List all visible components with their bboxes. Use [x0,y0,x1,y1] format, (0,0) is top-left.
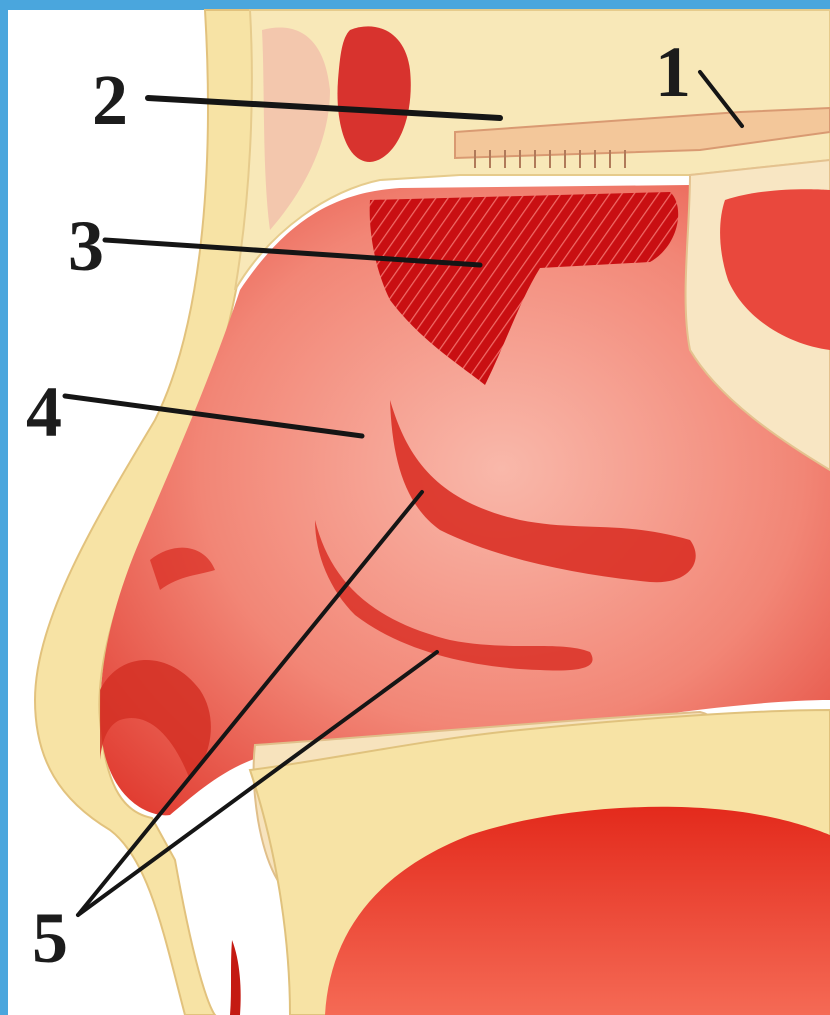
label-4: 4 [26,372,62,452]
frame-left-bar [0,0,8,1015]
label-5: 5 [32,898,68,978]
frame-top-bar [0,0,830,10]
label-1: 1 [655,32,691,112]
label-2: 2 [92,60,128,140]
label-3: 3 [68,206,104,286]
